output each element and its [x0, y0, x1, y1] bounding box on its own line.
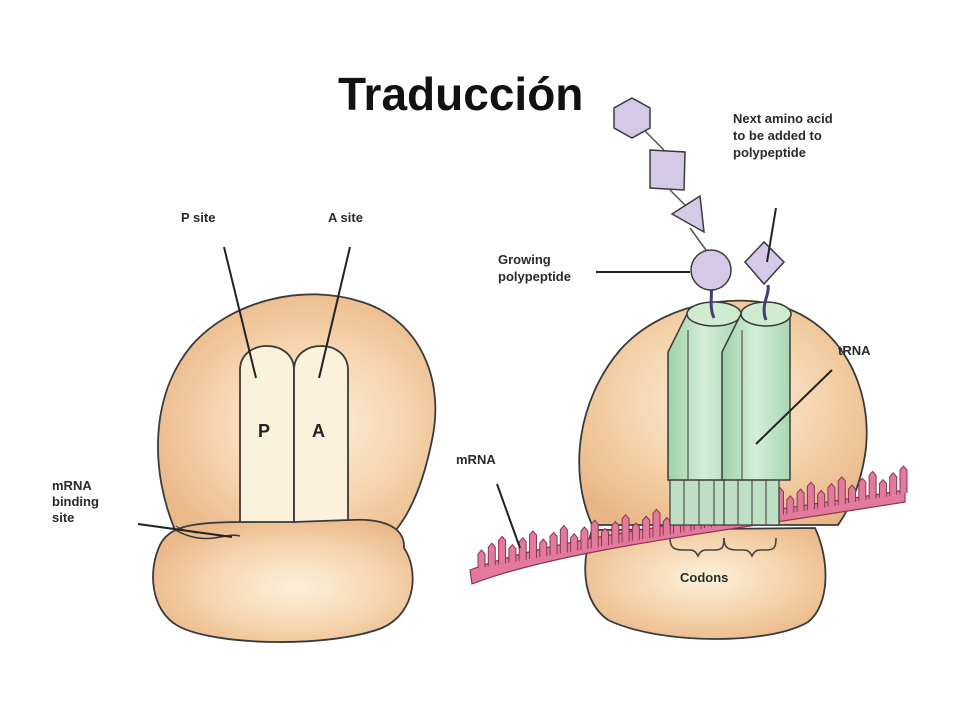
a-site-leader	[318, 246, 351, 379]
trna-label: tRNA	[838, 343, 871, 358]
amino-acid-circle	[690, 249, 732, 291]
growing-polypeptide-label-line1: Growing	[498, 252, 551, 267]
mrna-base	[899, 465, 908, 494]
next-amino-acid-leader	[766, 207, 777, 263]
mrna-base	[487, 542, 496, 567]
mrna-base	[580, 526, 589, 550]
mrna-base	[518, 537, 527, 561]
mrna-base	[611, 520, 620, 545]
p-site-label: P site	[181, 210, 215, 225]
a-site	[293, 345, 349, 523]
mrna-base	[662, 516, 671, 536]
mrna-base	[858, 477, 867, 502]
mrna-binding-label-line2: binding	[52, 494, 99, 509]
mrna-binding-groove	[171, 527, 241, 540]
mrna-base	[868, 470, 877, 500]
mrna-base	[590, 519, 599, 549]
mrna-base	[878, 478, 887, 498]
mrna-base	[570, 532, 579, 552]
mrna-base	[889, 472, 898, 496]
left-ribosome: P A	[152, 293, 437, 643]
codons-label: Codons	[680, 570, 728, 585]
mrna-base	[528, 530, 537, 559]
small-subunit	[152, 518, 414, 643]
mrna-binding-label-line3: site	[52, 510, 74, 525]
mrna-base	[601, 527, 610, 547]
p-site-leader	[223, 246, 257, 379]
mrna-base	[539, 538, 548, 558]
mrna-base	[817, 489, 826, 509]
a-site-letter: A	[312, 421, 325, 441]
mrna-base	[827, 482, 836, 507]
mrna-base	[477, 549, 486, 568]
right-small-subunit	[584, 527, 827, 640]
growing-polypeptide-label-line2: polypeptide	[498, 269, 571, 284]
next-amino-acid-label-line2: to be added to	[733, 128, 822, 143]
p-site-letter: P	[258, 421, 270, 441]
mrna-base	[631, 522, 640, 541]
page-title: Traducción	[338, 68, 583, 120]
codon-brace-left	[669, 537, 725, 558]
a-site-label: A site	[328, 210, 363, 225]
trna-right	[721, 284, 792, 526]
next-amino-acid-label-line3: polypeptide	[733, 145, 806, 160]
mrna-base	[642, 515, 651, 540]
polypeptide-chain	[613, 97, 786, 291]
mrna-base	[786, 495, 795, 514]
mrna-base	[508, 543, 517, 563]
mrna-binding-leader	[137, 523, 233, 538]
mrna-base	[796, 488, 805, 513]
mrna-base	[652, 508, 661, 538]
mrna-base	[621, 513, 630, 543]
trna-leader	[755, 369, 833, 445]
mrna-label: mRNA	[456, 452, 496, 467]
mrna-base	[837, 476, 846, 505]
amino-acid-square	[649, 149, 686, 191]
next-amino-acid-diamond	[743, 240, 786, 286]
mrna-leader	[496, 483, 521, 549]
codon-brace-right	[723, 537, 777, 558]
mrna-binding-label-line1: mRNA	[52, 478, 92, 493]
next-amino-acid-label-line1: Next amino acid	[733, 111, 833, 126]
mrna-base	[498, 535, 507, 565]
amino-acid-triangle	[670, 194, 705, 234]
mrna-base	[559, 524, 568, 554]
mrna-base	[549, 531, 558, 556]
mrna-base	[806, 481, 815, 511]
amino-acid-hexagon	[613, 97, 651, 139]
mrna-base	[848, 484, 857, 504]
